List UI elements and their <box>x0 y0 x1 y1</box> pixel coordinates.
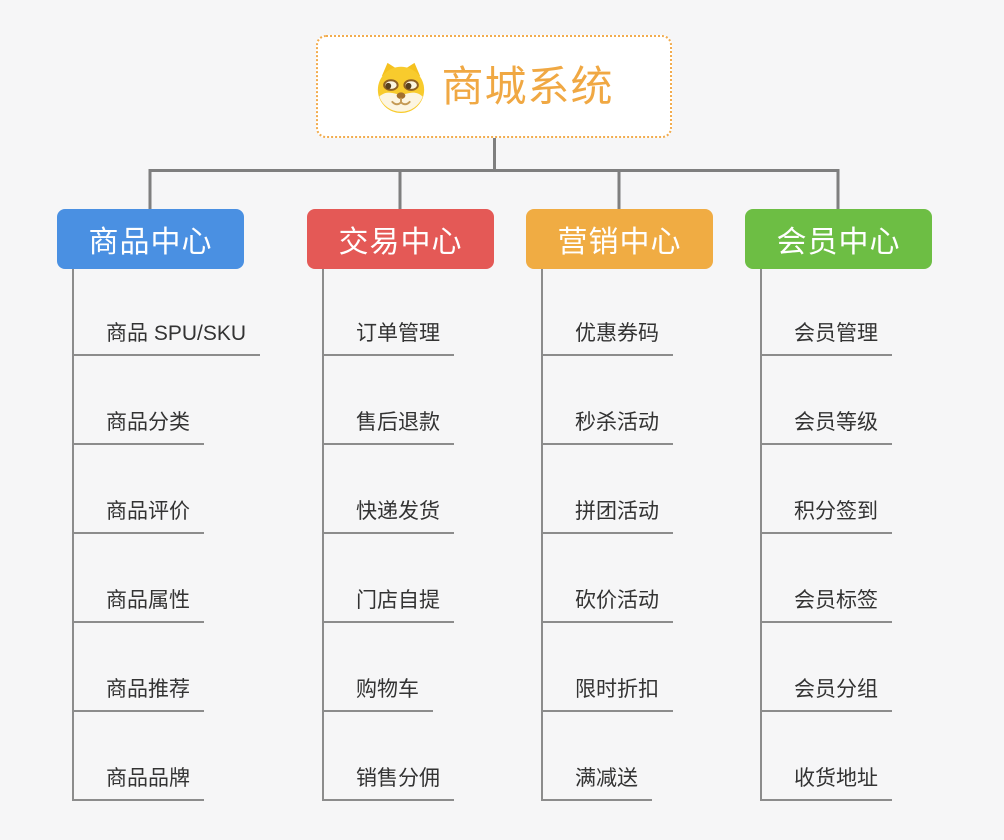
dog-face-icon <box>374 60 428 114</box>
leaf-node[interactable]: 销售分佣 <box>322 767 454 801</box>
leaf-node[interactable]: 砍价活动 <box>541 589 673 623</box>
leaf-node[interactable]: 购物车 <box>322 678 433 712</box>
leaf-node[interactable]: 拼团活动 <box>541 500 673 534</box>
leaf-node[interactable]: 订单管理 <box>322 322 454 356</box>
branch-node-member-center[interactable]: 会员中心 <box>745 209 932 269</box>
branch-trade-center: 交易中心 订单管理 售后退款 快递发货 门店自提 购物车 销售分佣 <box>307 209 494 801</box>
leaf-node[interactable]: 限时折扣 <box>541 678 673 712</box>
branch-spine-line <box>760 269 762 801</box>
leaf-node[interactable]: 商品评价 <box>72 500 204 534</box>
root-node-label: 商城系统 <box>441 62 614 110</box>
leaf-node[interactable]: 会员标签 <box>760 589 892 623</box>
leaf-node[interactable]: 门店自提 <box>322 589 454 623</box>
branch-product-center: 商品中心 商品 SPU/SKU 商品分类 商品评价 商品属性 商品推荐 商品品牌 <box>57 209 261 801</box>
branch-spine-line <box>322 269 324 801</box>
leaf-node[interactable]: 商品属性 <box>72 589 204 623</box>
branch-node-product-center[interactable]: 商品中心 <box>57 209 244 269</box>
leaf-node[interactable]: 快递发货 <box>322 500 454 534</box>
branch-member-center: 会员中心 会员管理 会员等级 积分签到 会员标签 会员分组 收货地址 <box>745 209 932 801</box>
leaf-node[interactable]: 商品分类 <box>72 411 204 445</box>
leaf-node[interactable]: 商品 SPU/SKU <box>72 322 261 356</box>
branch-spine-line <box>72 269 74 801</box>
leaf-node[interactable]: 会员等级 <box>760 411 892 445</box>
leaf-node[interactable]: 积分签到 <box>760 500 892 534</box>
leaf-node[interactable]: 收货地址 <box>760 767 892 801</box>
leaf-node[interactable]: 商品推荐 <box>72 678 204 712</box>
branch-node-marketing-center[interactable]: 营销中心 <box>526 209 713 269</box>
leaf-node[interactable]: 秒杀活动 <box>541 411 673 445</box>
leaf-node[interactable]: 满减送 <box>541 767 652 801</box>
leaf-node[interactable]: 商品品牌 <box>72 767 204 801</box>
branch-node-trade-center[interactable]: 交易中心 <box>307 209 494 269</box>
leaf-node[interactable]: 会员分组 <box>760 678 892 712</box>
leaf-node[interactable]: 会员管理 <box>760 322 892 356</box>
root-node[interactable]: 商城系统 <box>316 35 672 138</box>
branch-marketing-center: 营销中心 优惠券码 秒杀活动 拼团活动 砍价活动 限时折扣 满减送 <box>526 209 713 801</box>
branch-spine-line <box>541 269 543 801</box>
leaf-node[interactable]: 售后退款 <box>322 411 454 445</box>
leaf-node[interactable]: 优惠券码 <box>541 322 673 356</box>
